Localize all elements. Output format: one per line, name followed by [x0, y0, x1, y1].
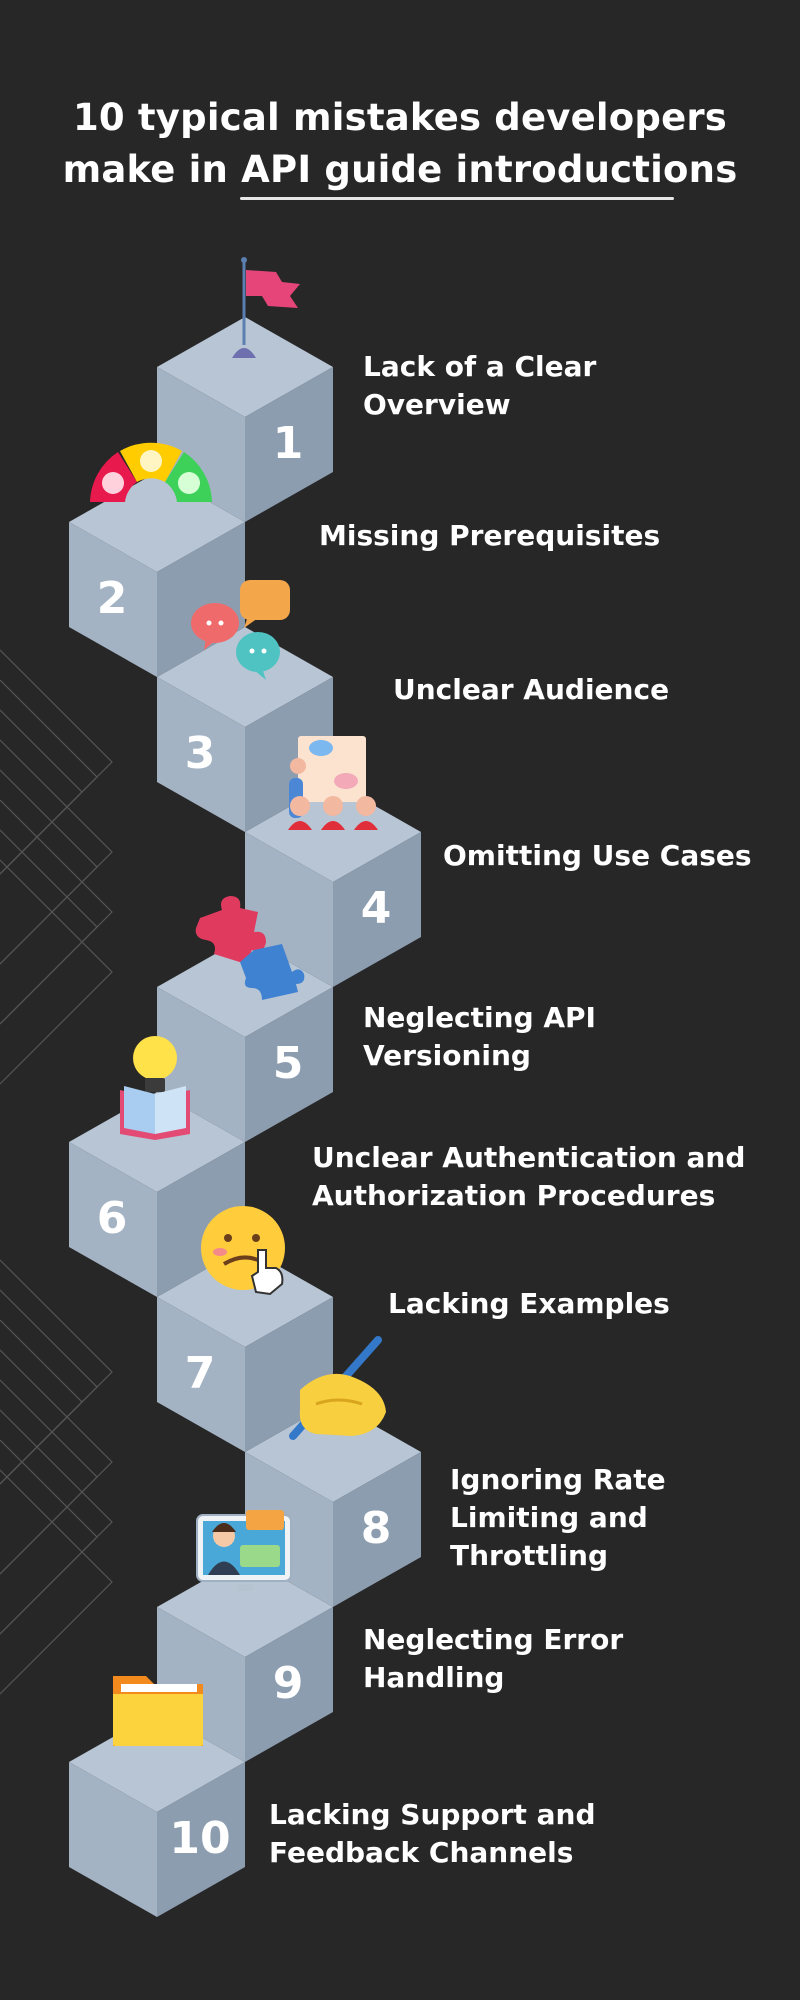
folder-icon	[113, 1676, 203, 1746]
step-label-line: Overview	[363, 388, 511, 421]
step-label-line: Handling	[363, 1661, 505, 1694]
step-number: 10	[169, 1813, 230, 1864]
step-label-10: Lacking Support and Feedback Channels	[269, 1796, 596, 1872]
step-label-4: Omitting Use Cases	[443, 837, 752, 875]
step-label-5: Neglecting API Versioning	[363, 999, 596, 1075]
step-number: 6	[97, 1193, 128, 1244]
step-label-line: Omitting Use Cases	[443, 839, 752, 872]
step-label-2: Missing Prerequisites	[319, 517, 660, 555]
writing-hand-icon	[289, 1336, 386, 1440]
chat-bubbles-icon	[191, 580, 290, 680]
title-line-1: 10 typical mistakes developers	[72, 96, 728, 139]
step-label-line: Authorization Procedures	[312, 1179, 716, 1212]
step-label-line: Unclear Authentication and	[312, 1141, 746, 1174]
page-title: 10 typical mistakes developers make in A…	[0, 92, 800, 196]
step-label-line: Throttling	[450, 1539, 609, 1572]
step-label-line: Lacking Support and	[269, 1798, 596, 1831]
step-label-line: Ignoring Rate	[450, 1463, 666, 1496]
step-number: 4	[361, 883, 392, 934]
step-label-7: Lacking Examples	[388, 1285, 670, 1323]
step-label-9: Neglecting Error Handling	[363, 1621, 623, 1697]
step-number: 8	[361, 1503, 392, 1554]
title-underline	[240, 197, 674, 200]
step-label-line: Versioning	[363, 1039, 531, 1072]
book-lightbulb-icon	[120, 1036, 190, 1140]
step-label-line: Limiting and	[450, 1501, 648, 1534]
support-agent-monitor-icon	[196, 1510, 292, 1591]
step-number: 5	[273, 1038, 304, 1089]
step-label-6: Unclear Authentication and Authorization…	[312, 1139, 745, 1215]
step-label-line: Feedback Channels	[269, 1836, 574, 1869]
step-label-line: Lack of a Clear	[363, 350, 597, 383]
flag-icon	[232, 257, 300, 358]
step-number: 2	[97, 573, 128, 624]
confused-face-icon	[201, 1206, 285, 1296]
step-label-line: Unclear Audience	[393, 673, 670, 706]
step-label-8: Ignoring Rate Limiting and Throttling	[450, 1461, 666, 1575]
step-number: 1	[273, 418, 304, 469]
step-label-line: Neglecting API	[363, 1001, 596, 1034]
step-number: 3	[185, 728, 216, 779]
presentation-audience-icon	[288, 736, 378, 830]
step-label-line: Missing Prerequisites	[319, 519, 661, 552]
step-label-line: Neglecting Error	[363, 1623, 624, 1656]
step-label-3: Unclear Audience	[393, 671, 669, 709]
step-number: 9	[273, 1658, 304, 1709]
title-line-2: make in API guide introductions	[62, 148, 738, 191]
step-number: 7	[185, 1348, 216, 1399]
step-label-line: Lacking Examples	[388, 1287, 670, 1320]
step-label-1: Lack of a Clear Overview	[363, 348, 596, 424]
puzzle-pieces-icon	[195, 896, 305, 1000]
mood-meter-icon	[90, 442, 212, 502]
